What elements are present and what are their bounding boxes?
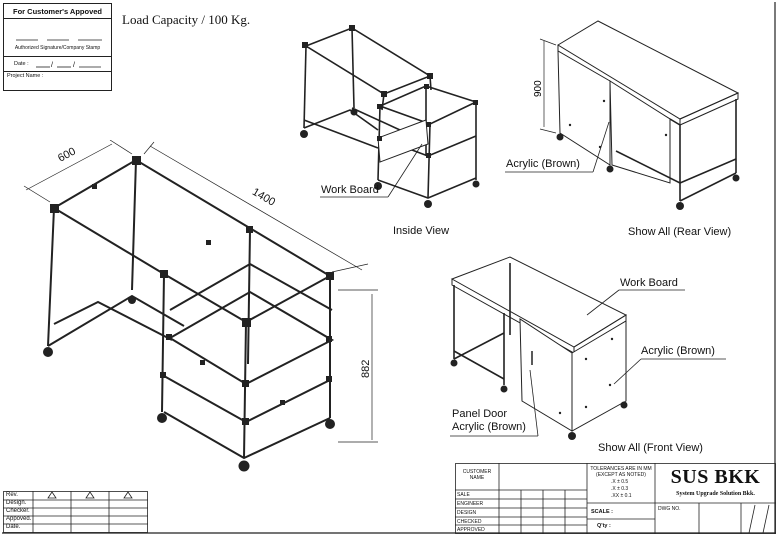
project-label: Project Name : bbox=[7, 73, 44, 79]
qty-label: Q'ty : bbox=[597, 523, 611, 529]
main-frame-drawing bbox=[23, 140, 378, 472]
role-sale: SALE bbox=[457, 492, 470, 498]
load-capacity-label: Load Capacity / 100 Kg. bbox=[122, 12, 251, 27]
role-approved: APPROVED bbox=[457, 527, 485, 533]
tolerance-3: .XX ± 0.1 bbox=[611, 493, 632, 499]
title-block: CUSTOMER NAME SALE ENGINEER DESIGN CHECK… bbox=[455, 463, 776, 534]
rear-view-drawing: 900 bbox=[533, 20, 740, 210]
rear-view-label: Show All (Rear View) bbox=[628, 226, 732, 238]
rear-acrylic-label: Acrylic (Brown) bbox=[506, 158, 580, 170]
inside-work-board-label: Work Board bbox=[321, 184, 379, 196]
svg-text:/: / bbox=[51, 62, 53, 69]
role-engineer: ENGINEER bbox=[457, 501, 484, 507]
height-dim: 882 bbox=[360, 359, 372, 378]
tolerance-2: .X ± 0.3 bbox=[611, 486, 629, 492]
front-view-drawing bbox=[450, 256, 628, 440]
front-acrylic-label: Acrylic (Brown) bbox=[641, 345, 715, 357]
front-view-label: Show All (Front View) bbox=[598, 442, 703, 454]
approval-title: For Customer's Appoved bbox=[12, 7, 102, 16]
rev-row-3: Appoved. bbox=[6, 516, 32, 522]
scale-label: SCALE : bbox=[591, 509, 613, 515]
revision-table: Rev. Design. Checker. Appoved. Date. bbox=[3, 491, 148, 533]
approval-box: For Customer's Appoved / / Authorized Si… bbox=[3, 3, 112, 91]
rev-row-4: Date. bbox=[6, 524, 21, 530]
company-subtitle: System Upgrade Solution Bkk. bbox=[676, 491, 755, 497]
tolerance-1: .X ± 0.5 bbox=[611, 479, 629, 485]
rev-row-1: Design. bbox=[6, 500, 27, 506]
tolerances-title-2: (EXCEPT AS NOTED) bbox=[596, 472, 646, 478]
role-checked: CHECKED bbox=[457, 519, 482, 525]
customer-name-label-1: CUSTOMER bbox=[462, 469, 492, 475]
svg-text:/: / bbox=[73, 62, 75, 69]
tolerances-title-1: TOLERANCES ARE IN MM bbox=[590, 466, 652, 472]
front-work-board-label: Work Board bbox=[620, 277, 678, 289]
front-panel-door-acrylic-label: Acrylic (Brown) bbox=[452, 421, 526, 433]
inside-view-drawing bbox=[300, 25, 480, 208]
rev-row-2: Checker. bbox=[6, 508, 30, 514]
rev-row-0: Rev. bbox=[6, 492, 18, 498]
inside-view-label: Inside View bbox=[393, 225, 450, 237]
rear-height-dim: 900 bbox=[533, 80, 544, 97]
dwg-no-label: DWG NO. bbox=[658, 506, 681, 512]
company-name: SUS BKK bbox=[670, 466, 761, 488]
date-label: Date : bbox=[14, 61, 29, 67]
front-panel-door-label: Panel Door bbox=[452, 408, 508, 420]
role-design: DESIGN bbox=[457, 510, 477, 516]
customer-name-label-2: NAME bbox=[469, 475, 485, 481]
signature-label: Authorized Signature/Company Stamp bbox=[14, 45, 101, 51]
